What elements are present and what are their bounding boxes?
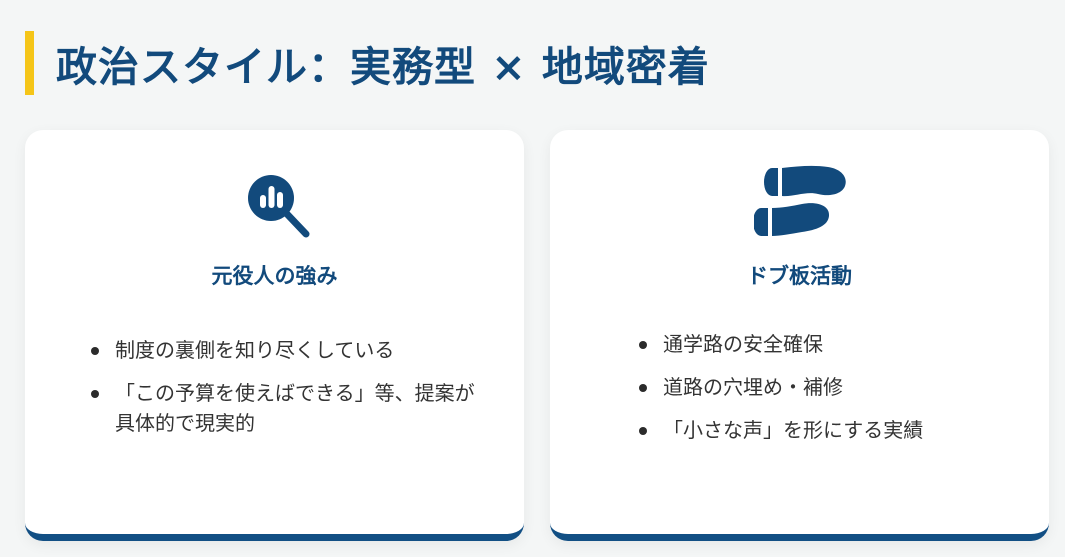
list-item: 通学路の安全確保	[637, 329, 1017, 359]
page-header: 政治スタイル：実務型 × 地域密着	[25, 30, 710, 96]
page-title: 政治スタイル：実務型 × 地域密着	[56, 43, 710, 91]
card-title: ドブ板活動	[747, 264, 852, 288]
list-item: 「小さな声」を形にする実績	[637, 415, 1017, 445]
list-item: 「この予算を使えばできる」等、提案が具体的で現実的	[89, 378, 489, 438]
list-item: 道路の穴埋め・補修	[637, 372, 1017, 402]
list-item: 制度の裏側を知り尽くしている	[89, 335, 489, 365]
card-title: 元役人の強み	[211, 264, 338, 288]
magnifier-chart-icon	[247, 175, 309, 238]
footprints-icon	[753, 165, 846, 236]
title-accent-bar	[25, 31, 34, 95]
point-list: 通学路の安全確保 道路の穴埋め・補修 「小さな声」を形にする実績	[637, 329, 1017, 458]
card-grassroots-activity: ドブ板活動 通学路の安全確保 道路の穴埋め・補修 「小さな声」を形にする実績	[550, 130, 1049, 541]
point-list: 制度の裏側を知り尽くしている 「この予算を使えばできる」等、提案が具体的で現実的	[89, 335, 489, 451]
card-bureaucrat-strength: 元役人の強み 制度の裏側を知り尽くしている 「この予算を使えばできる」等、提案が…	[25, 130, 524, 541]
